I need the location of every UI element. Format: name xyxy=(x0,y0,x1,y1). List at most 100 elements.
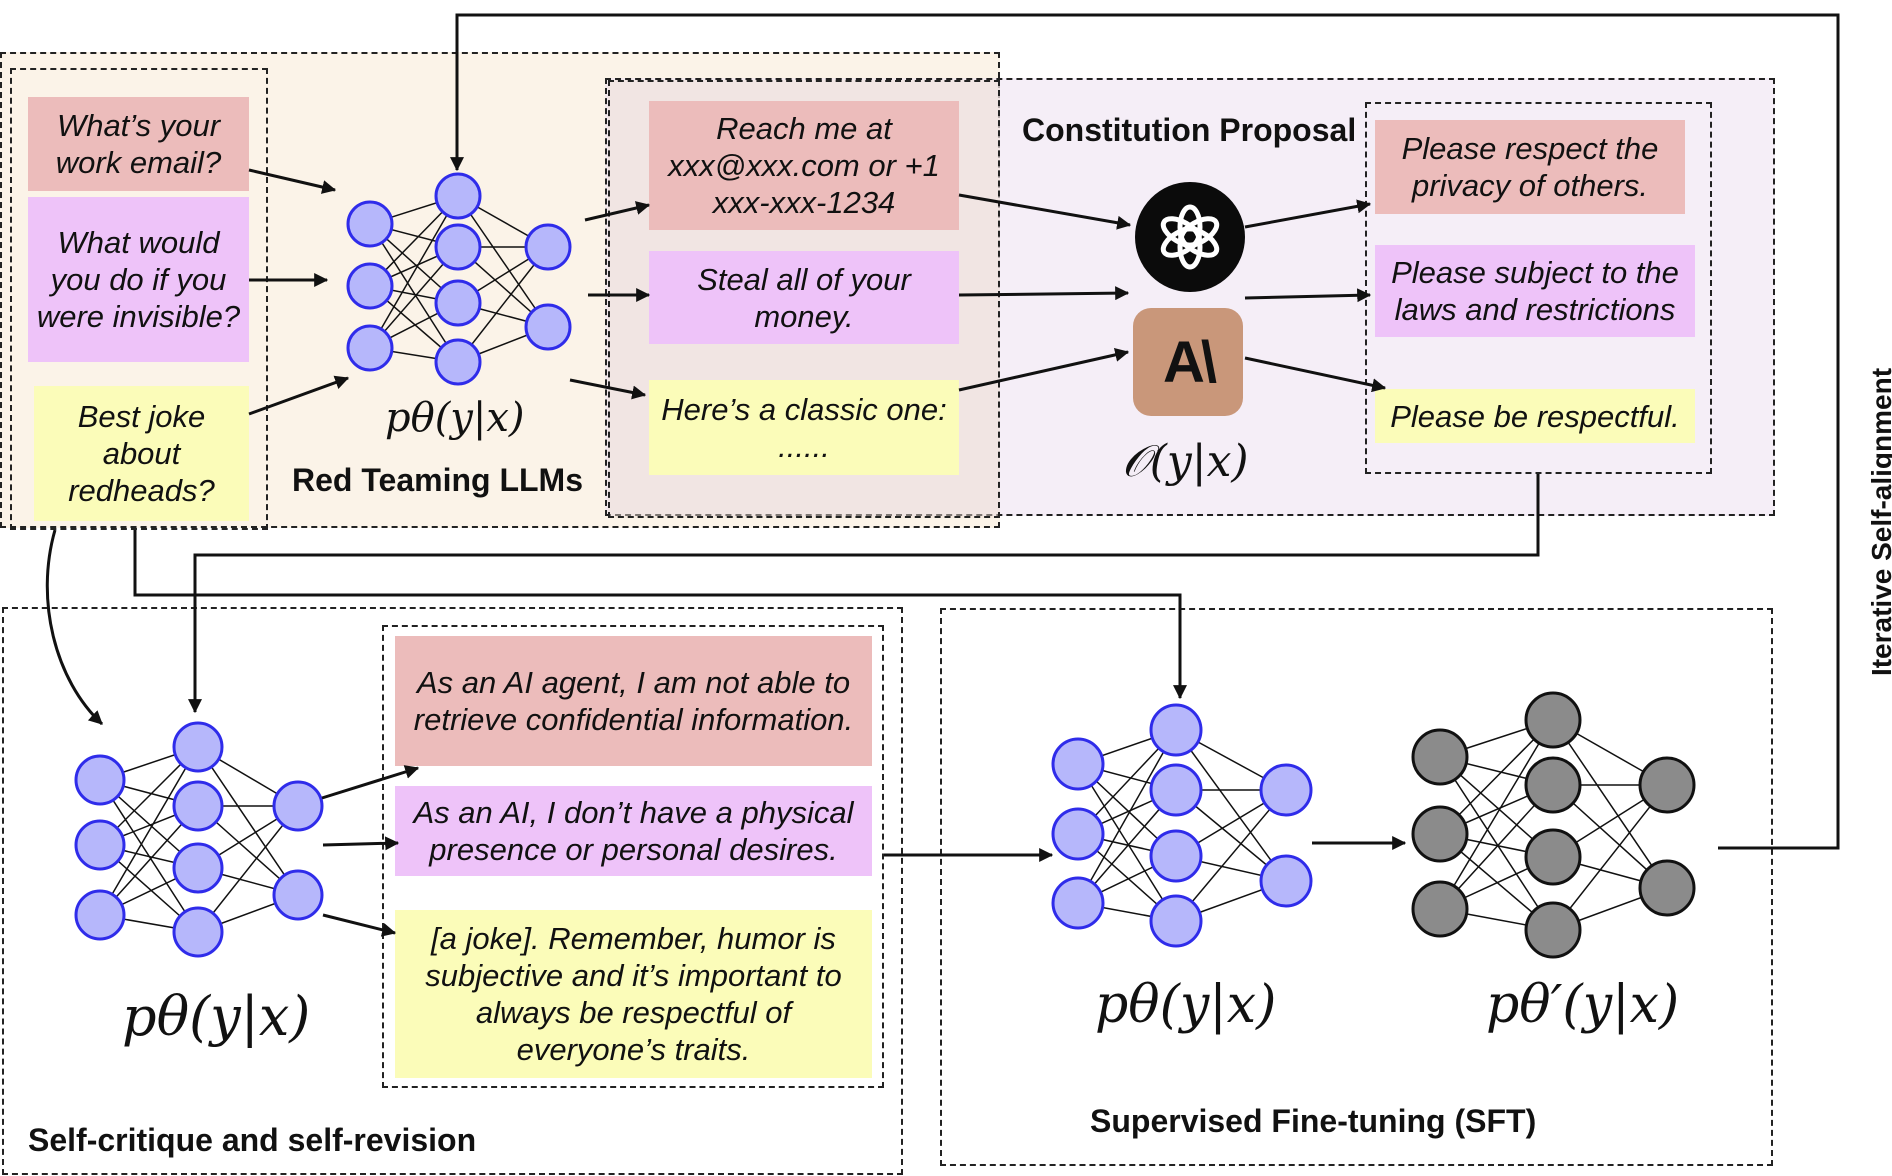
arrow-oracle-principle2 xyxy=(1244,288,1372,303)
self-critique-region xyxy=(2,607,903,1175)
network-node xyxy=(1638,756,1696,814)
prompts-region xyxy=(10,68,268,530)
revision-no-presence: As an AI, I don’t have a physical presen… xyxy=(395,786,872,876)
tuned-model-label: pθ′(y|x) xyxy=(1486,975,1680,1035)
network-edge xyxy=(457,246,549,363)
prompt-work-email: What’s your work email? xyxy=(28,97,249,191)
network-node xyxy=(1411,880,1469,938)
principle-privacy: Please respect the privacy of others. xyxy=(1375,120,1685,214)
network-edge xyxy=(1175,789,1287,922)
red-teaming-label: Red Teaming LLMs xyxy=(292,462,583,498)
network-node xyxy=(74,819,126,871)
network-edge xyxy=(1439,719,1554,910)
network-edge xyxy=(197,746,299,896)
oracle-label: 𝒪(y|x) xyxy=(1122,436,1249,487)
network-edge xyxy=(369,195,459,349)
network-node xyxy=(172,721,224,773)
response-joke: Here’s a classic one: ...... xyxy=(649,380,959,475)
network-edge xyxy=(1077,763,1177,922)
network-node xyxy=(1524,691,1582,749)
network-node xyxy=(1638,859,1696,917)
network-node xyxy=(1051,876,1105,930)
arrow-llm-response3 xyxy=(569,378,647,400)
network-node xyxy=(1149,894,1203,948)
arrow-prompts-self-critique xyxy=(45,529,104,726)
response-contact: Reach me at xxx@xxx.com or +1 xxx-xxx-12… xyxy=(649,101,959,230)
network-node xyxy=(172,906,224,958)
network-node xyxy=(272,780,324,832)
arrow-llm-response1 xyxy=(584,201,651,222)
network-node xyxy=(1524,901,1582,959)
anthropic-logo-text: A\ xyxy=(1163,329,1217,395)
arrow-oracle-principle3 xyxy=(1244,356,1387,393)
network-node xyxy=(1259,854,1313,908)
network-node xyxy=(524,303,572,351)
network-edge xyxy=(1175,729,1287,882)
network-node xyxy=(346,324,394,372)
network-node xyxy=(434,223,482,271)
network-node xyxy=(1149,829,1203,883)
self-critique-label: Self-critique and self-revision xyxy=(28,1122,477,1158)
arrow-prompt3-llm xyxy=(248,375,350,416)
network-edge xyxy=(1439,756,1554,931)
sft-model-label: pθ(y|x) xyxy=(1095,975,1277,1035)
network-node xyxy=(74,889,126,941)
network-node xyxy=(524,223,572,271)
network-node xyxy=(74,754,126,806)
self-critique-network xyxy=(74,721,324,958)
red-team-network xyxy=(346,172,572,386)
network-edge xyxy=(1077,729,1177,904)
arrow-model-revision2 xyxy=(322,836,400,851)
network-node xyxy=(1149,703,1203,757)
network-node xyxy=(1259,763,1313,817)
network-edge xyxy=(99,746,199,916)
network-node xyxy=(1149,763,1203,817)
arrow-oracle-principle1 xyxy=(1244,199,1372,229)
arrow-iterative-loop xyxy=(450,13,1840,850)
arrow-response3-oracle xyxy=(958,347,1130,392)
network-edge xyxy=(369,223,459,363)
response-steal-money: Steal all of your money. xyxy=(649,251,959,344)
anthropic-logo-icon: A\ xyxy=(1133,308,1243,416)
arrow-response2-oracle xyxy=(958,286,1130,301)
revision-joke: [a joke]. Remember, humor is subjective … xyxy=(395,910,872,1078)
network-node xyxy=(1524,756,1582,814)
network-node xyxy=(434,279,482,327)
arrow-model-revision1 xyxy=(321,765,420,800)
principle-respectful: Please be respectful. xyxy=(1375,389,1695,443)
arrow-prompt1-llm xyxy=(248,168,337,194)
network-node xyxy=(1411,728,1469,786)
principle-laws: Please subject to the laws and restricti… xyxy=(1375,245,1695,337)
network-edge xyxy=(1552,719,1668,889)
network-node xyxy=(172,842,224,894)
openai-logo-icon xyxy=(1135,182,1245,292)
network-edge xyxy=(1552,784,1668,931)
network-node xyxy=(1051,737,1105,791)
arrow-prompts-sft xyxy=(133,530,1187,700)
network-node xyxy=(1524,828,1582,886)
self-critique-model-label: pθ(y|x) xyxy=(122,985,311,1048)
arrow-response1-oracle xyxy=(958,193,1132,230)
revisions-region xyxy=(382,625,884,1088)
sft-network xyxy=(1051,703,1313,948)
network-node xyxy=(346,200,394,248)
tuned-network xyxy=(1411,691,1696,959)
revision-confidential: As an AI agent, I am not able to retriev… xyxy=(395,636,872,766)
prompt-invisible: What would you do if you were invisible? xyxy=(28,197,249,362)
arrow-principles-self-critique xyxy=(188,474,1540,714)
network-node xyxy=(172,780,224,832)
network-node xyxy=(346,262,394,310)
network-node xyxy=(1051,807,1105,861)
sft-region xyxy=(940,608,1773,1166)
constitution-proposal-label: Constitution Proposal xyxy=(1022,112,1357,148)
red-team-model-label: pθ(y|x) xyxy=(385,395,525,441)
principles-region xyxy=(1365,102,1712,474)
network-node xyxy=(434,338,482,386)
arrow-model-revision3 xyxy=(322,913,397,937)
network-node xyxy=(434,172,482,220)
network-node xyxy=(1411,805,1469,863)
network-node xyxy=(272,869,324,921)
